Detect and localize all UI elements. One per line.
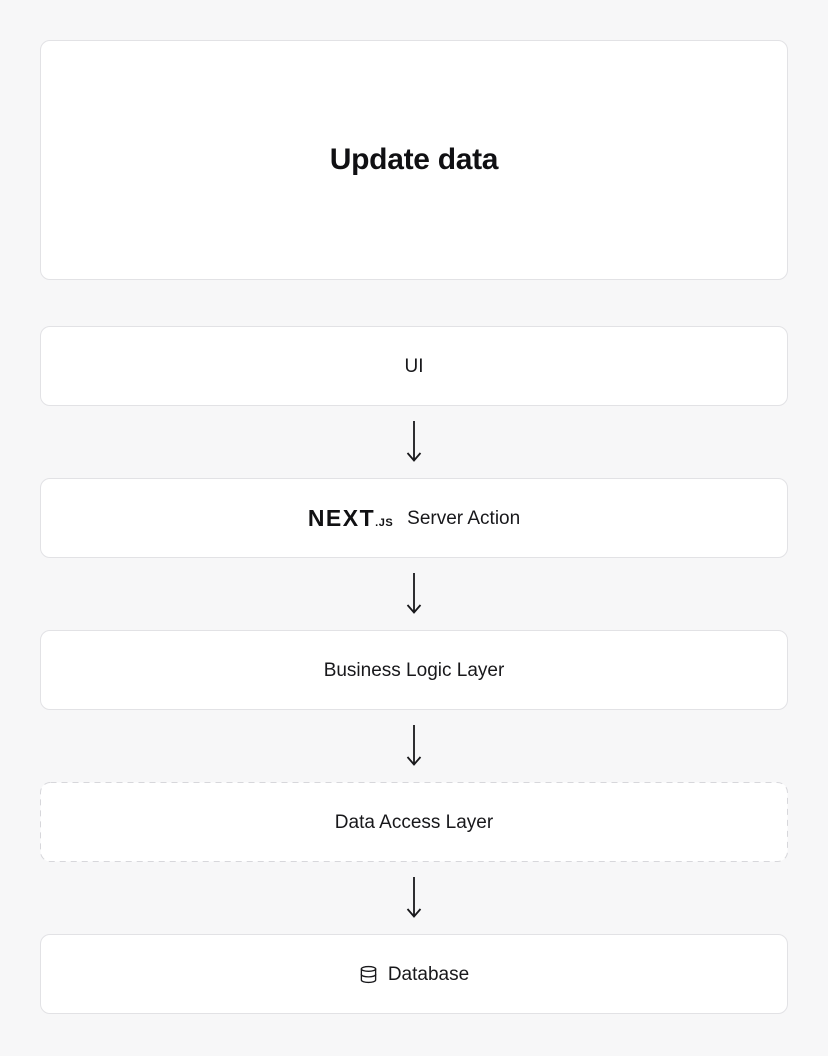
node-ui: UI [40,326,788,406]
arrow-down-icon [406,877,422,918]
flow-connector [40,710,788,782]
nextjs-wordmark: NEXT [307,504,376,531]
node-business-logic-label: Business Logic Layer [323,659,505,681]
diagram-title: Update data [329,143,499,176]
database-icon [359,965,378,984]
nextjs-wordmark-suffix: .JS [375,516,394,529]
flow-connector [40,558,788,630]
title-card: Update data [40,40,788,280]
node-server-action-label: Server Action [407,507,521,529]
node-database-label: Database [387,963,470,985]
node-data-access: Data Access Layer [40,782,788,862]
arrow-down-icon [406,573,422,614]
flow-connector [40,406,788,478]
node-ui-label: UI [404,355,424,377]
node-database: Database [40,934,788,1014]
node-business-logic: Business Logic Layer [40,630,788,710]
nextjs-logo: NEXT.JS [307,504,394,531]
node-server-action: NEXT.JS Server Action [40,478,788,558]
arrow-down-icon [406,725,422,766]
node-data-access-label: Data Access Layer [334,811,494,833]
arrow-down-icon [406,421,422,462]
flow-connector [40,862,788,934]
